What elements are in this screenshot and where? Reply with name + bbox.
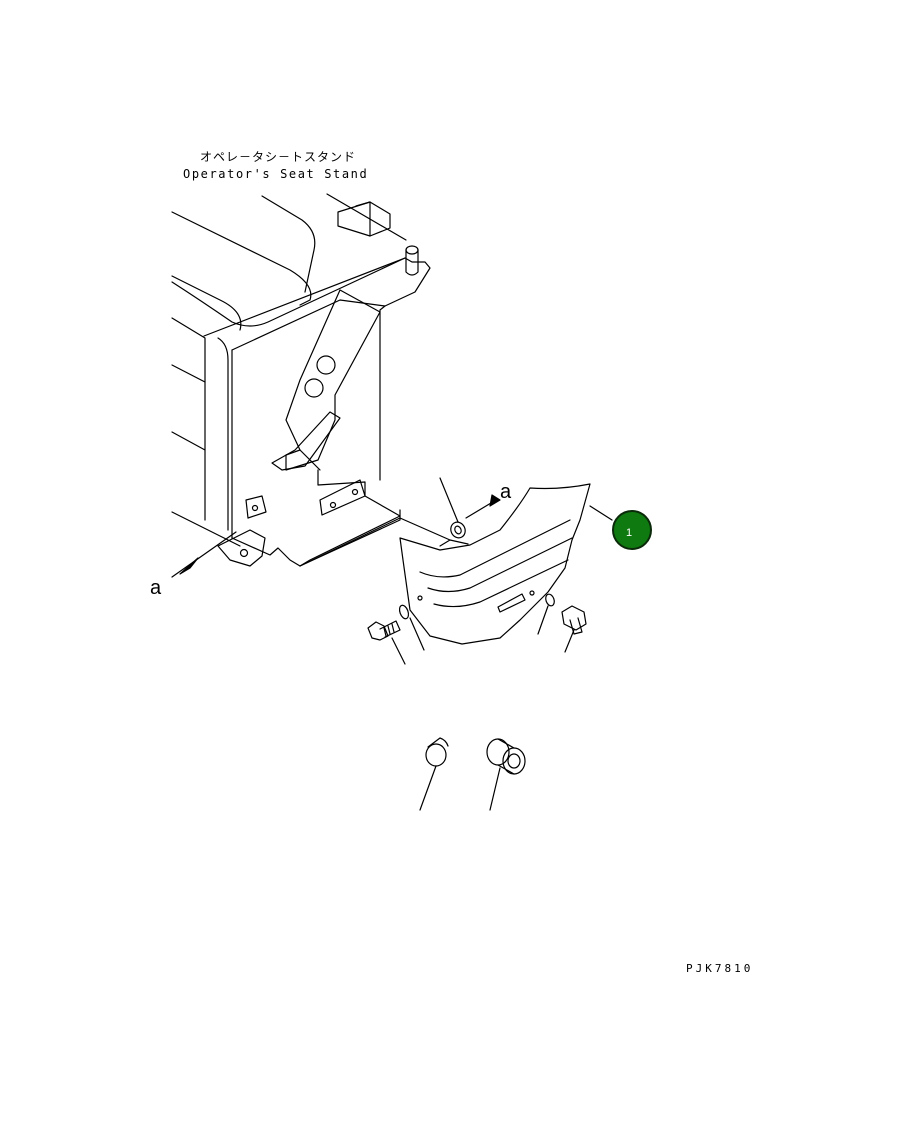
view-arrows (171, 477, 501, 578)
drawing-id: PJK7810 (686, 962, 754, 975)
view-marker-a-upper: a (500, 481, 512, 503)
bushing-icon (486, 738, 526, 811)
view-marker-a-lower: a (150, 577, 162, 599)
seat-stand-label-en: Operator's Seat Stand (183, 167, 369, 181)
part-number-label: 1 (625, 527, 633, 539)
grommet-icon (419, 737, 449, 811)
seat-stand-label-jp: オペレ－タシ－トスタンド (200, 150, 357, 164)
part-number-badge[interactable]: 1 (612, 510, 652, 550)
cover-plate-icon (399, 483, 613, 645)
bolt-icon-right (537, 593, 587, 653)
seat-stand-frame (171, 193, 431, 567)
bolt-icon (367, 604, 425, 665)
washer-icon (450, 521, 466, 539)
